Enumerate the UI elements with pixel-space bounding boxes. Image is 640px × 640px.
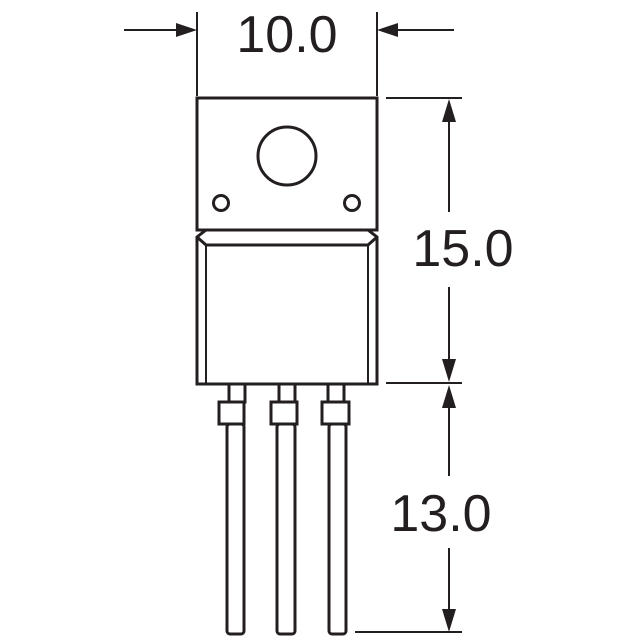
height-arrow-down-head [442,359,456,382]
lead-length-label: 13.0 [390,485,491,543]
width-dimension: 10.0 [124,6,454,96]
tab-dot-right [343,194,361,212]
mounting-hole [256,125,318,187]
lead-right [320,382,351,636]
lead-left [217,382,247,636]
leads [217,382,351,636]
height-dimension: 15.0 [386,97,514,384]
height-label: 15.0 [412,220,513,278]
lead-middle [269,382,299,636]
width-arrow-right-head [377,23,398,37]
width-arrow-left-head [176,23,197,37]
package-body [195,96,379,386]
height-arrow-up-head [442,99,456,122]
width-label: 10.0 [236,6,337,64]
body-bevel-line [196,235,378,247]
lead-arrow-down-head [442,609,456,632]
lead-arrow-up-head [442,385,456,408]
tab-dot-left [212,194,230,212]
molded-body [195,228,379,386]
lead-length-dimension: 13.0 [355,385,492,633]
